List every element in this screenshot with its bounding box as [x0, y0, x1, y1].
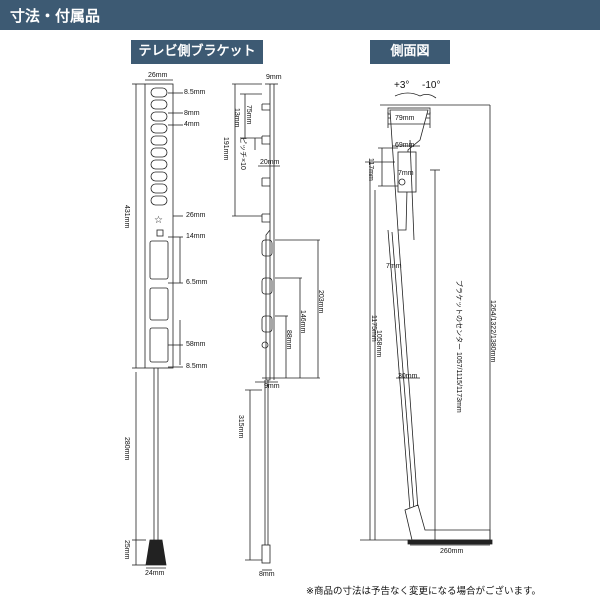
dim-pole-length: 280mm — [123, 437, 130, 461]
dim-203: 203mm — [317, 290, 324, 314]
dim-191: 191mm — [222, 137, 229, 161]
dim-base-width: 24mm — [145, 570, 165, 577]
dim-mid-26: 26mm — [186, 212, 206, 219]
dim-1058: 1058mm — [375, 330, 382, 358]
dim-bottom-width: 9mm — [264, 383, 280, 390]
dim-bottom-margin: 8.5mm — [186, 363, 208, 370]
dim-height-total: 431mm — [123, 205, 130, 229]
dim-pitch: 13mm — [233, 108, 240, 128]
dim-20: 20mm — [260, 159, 280, 166]
dim-bottom-gap: 58mm — [186, 341, 206, 348]
dim-79: 79mm — [395, 115, 415, 122]
left-bracket-drawing: ☆ — [132, 79, 183, 569]
oval-slots — [150, 87, 168, 206]
dim-gap-7: 7mm — [398, 170, 414, 177]
dim-117: 117mm — [367, 158, 374, 181]
dim-slot-width: 8mm — [184, 110, 200, 117]
dim-pitch-count: ピッチ×10 — [239, 137, 246, 170]
dim-base-height: 25mm — [123, 540, 130, 560]
dim-30: 30mm — [398, 373, 418, 380]
dim-base-260: 260mm — [440, 548, 464, 555]
dim-small-gap: 14mm — [186, 233, 206, 240]
dim-69: 69mm — [395, 142, 415, 149]
page-title: 寸法・付属品 — [10, 7, 101, 25]
dim-75: 75mm — [245, 105, 252, 125]
tab-side-view: 側面図 — [370, 40, 450, 64]
angle-up: +3° — [394, 80, 410, 91]
angle-down: -10° — [422, 80, 441, 91]
side-view-drawing — [360, 92, 493, 546]
dim-146: 146mm — [299, 310, 306, 334]
footnote: ※商品の寸法は予告なく変更になる場合がございます。 — [306, 586, 542, 597]
dim-top-width: 9mm — [266, 74, 282, 81]
mid-bracket-drawing — [232, 83, 320, 571]
dim-width-top: 26mm — [148, 72, 168, 79]
dim-315: 315mm — [237, 415, 244, 439]
dim-7b: 7mm — [386, 263, 402, 270]
dim-lower-gap: 6.5mm — [186, 279, 208, 286]
tab-tv-bracket: テレビ側ブラケット — [131, 40, 263, 64]
header-bar: 寸法・付属品 — [0, 0, 600, 30]
dim-total: 1264/1322/1380mm — [489, 300, 496, 363]
dim-center: ブラケットのセンター 1057/1115/1173mm — [455, 280, 462, 413]
dim-tip: 8mm — [259, 571, 275, 578]
dim-slot-height: 4mm — [184, 121, 200, 128]
dim-hole-spacing: 8.5mm — [184, 89, 206, 96]
svg-text:☆: ☆ — [154, 215, 163, 226]
dim-88: 88mm — [285, 330, 292, 350]
